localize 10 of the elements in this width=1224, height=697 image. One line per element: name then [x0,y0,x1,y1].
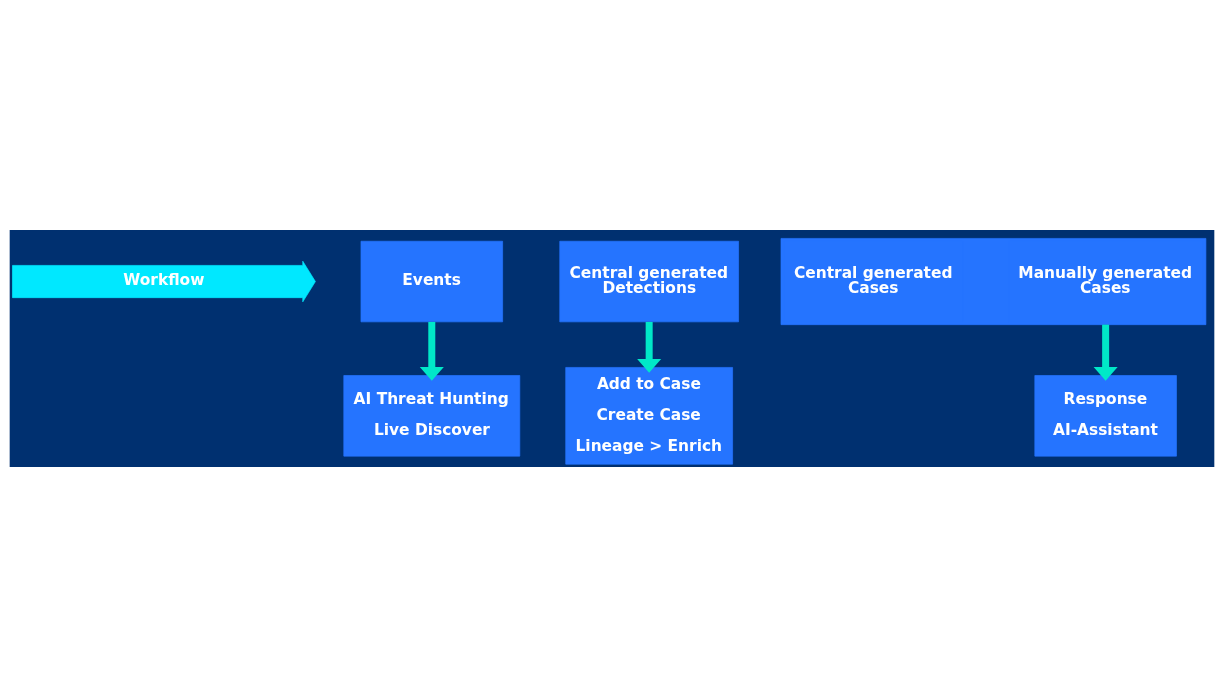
node-text: Central generated Cases [793,263,953,298]
node-box: Add to Case Create Case Lineage > Enrich [565,367,733,465]
node-box: Central generated Detections [559,240,739,323]
node-box: Events [360,240,503,323]
arrow [1093,324,1118,381]
arrow [637,321,662,373]
node-text: Manually generated Cases [1018,263,1193,298]
node-box: Response AI-Assistant [1034,375,1177,457]
node-box: AI Threat Hunting Live Discover [343,375,521,457]
arrow [419,321,444,381]
